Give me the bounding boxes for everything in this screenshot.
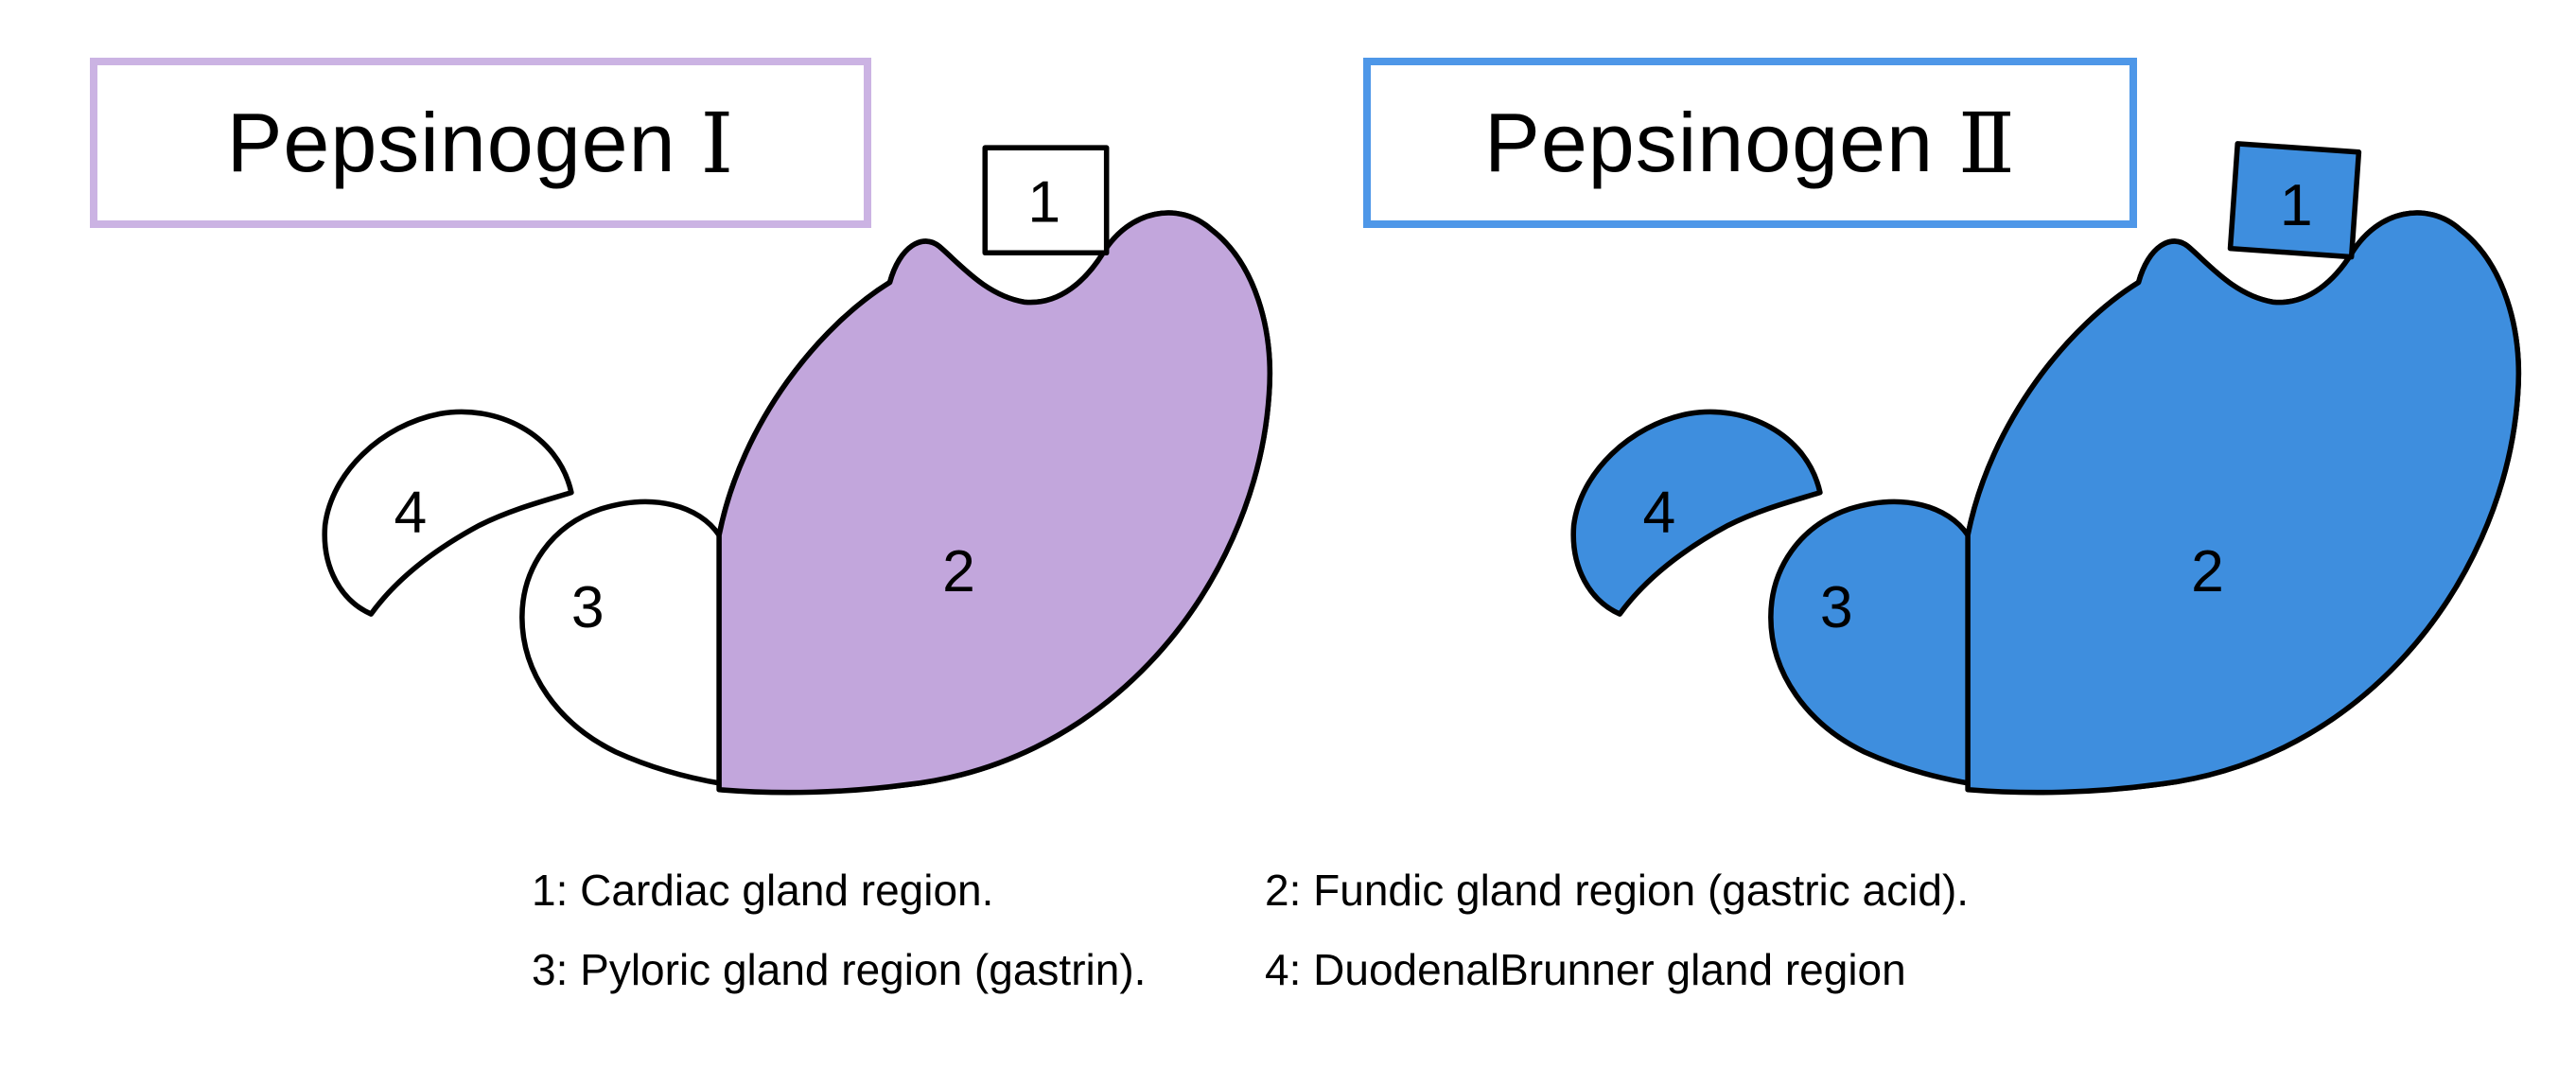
pyloric-region-label: 3 bbox=[571, 574, 605, 640]
pepsinogen-1-title: Pepsinogen bbox=[226, 96, 676, 189]
cardiac-region-label: 1 bbox=[2280, 172, 2313, 238]
cardiac-region-label: 1 bbox=[1027, 168, 1060, 235]
duodenal-region-label: 4 bbox=[394, 479, 427, 545]
fundic-region-shape bbox=[719, 213, 1270, 793]
fundic-region-label: 2 bbox=[2191, 538, 2224, 604]
legend-item-cardiac: 1: Cardiac gland region. bbox=[532, 866, 994, 915]
legend-item-pyloric: 3: Pyloric gland region (gastrin). bbox=[532, 945, 1147, 994]
pepsinogen-2-numeral: Ⅱ bbox=[1958, 94, 2016, 192]
fundic-region-shape bbox=[1968, 213, 2518, 793]
fundic-region-label: 2 bbox=[942, 538, 975, 604]
legend: 1: Cardiac gland region. 2: Fundic gland… bbox=[532, 866, 1969, 994]
duodenal-region-label: 4 bbox=[1642, 479, 1675, 545]
pepsinogen-1-title-box: Pepsinogen Ⅰ bbox=[90, 58, 871, 228]
pepsinogen-2-title-box: Pepsinogen Ⅱ bbox=[1363, 58, 2137, 228]
legend-item-fundic: 2: Fundic gland region (gastric acid). bbox=[1265, 866, 1970, 915]
stomach-diagram-pepsinogen-2: 1 2 3 4 bbox=[1528, 98, 2546, 919]
pepsinogen-1-numeral: Ⅰ bbox=[700, 94, 735, 192]
legend-item-duodenal: 4: DuodenalBrunner gland region bbox=[1265, 945, 1906, 994]
stomach-diagram-pepsinogen-1: 1 2 3 4 bbox=[279, 98, 1297, 919]
pepsinogen-2-title: Pepsinogen bbox=[1484, 96, 1935, 189]
pyloric-region-label: 3 bbox=[1820, 574, 1853, 640]
